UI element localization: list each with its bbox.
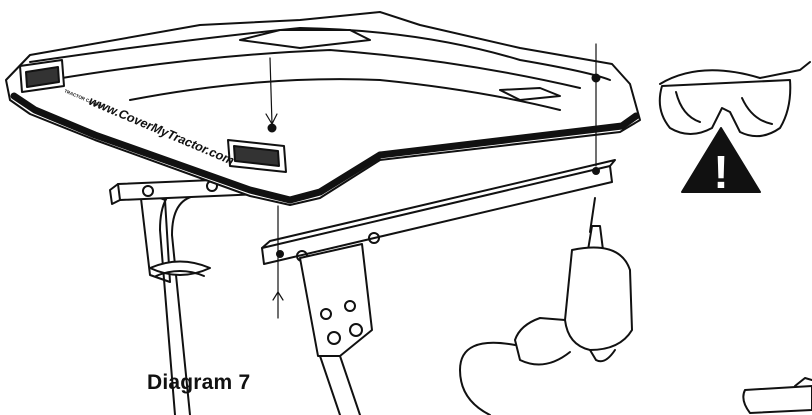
warning-triangle-icon [681, 127, 761, 193]
warning-exclamation: ! [713, 146, 728, 198]
hose-clamp [149, 260, 211, 277]
power-drill-icon [459, 197, 633, 415]
partial-part-lower-right [742, 377, 812, 414]
safety-glasses-icon [658, 61, 811, 138]
alignment-guides [265, 43, 597, 319]
canopy-handle-left [19, 59, 65, 93]
diagram-caption: Diagram 7 [147, 371, 251, 394]
canopy-handle-right [227, 139, 287, 173]
tractor-canopy [5, 11, 641, 206]
front-crossbar [261, 159, 616, 265]
front-support-bracket [299, 243, 373, 415]
